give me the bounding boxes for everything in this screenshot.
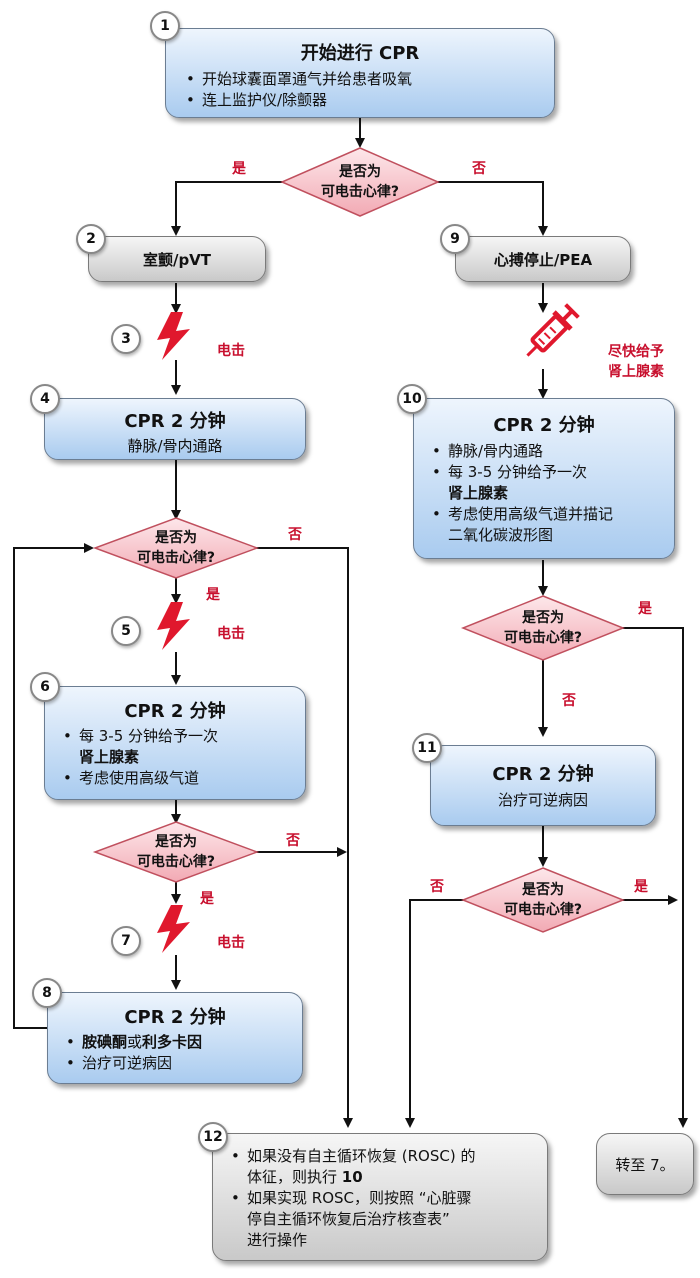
lightning-bolt-icon (157, 905, 190, 953)
decision-2-text: 是否为可电击心律? (136, 530, 216, 566)
step-10-bullet-3-cont: 二氧化碳波形图 (448, 526, 554, 544)
step-number-11: 11 (412, 733, 442, 763)
lightning-bolt-icon (157, 602, 190, 650)
decision-2-no-label: 否 (288, 527, 302, 543)
step-number-2: 2 (76, 224, 106, 254)
lightning-bolt-icon (157, 312, 190, 360)
step-11-box: CPR 2 分钟 治疗可逆病因 (430, 745, 656, 826)
step-8-bullet-1: 胺碘酮或利多卡因 (66, 1032, 302, 1053)
step-6-box: CPR 2 分钟 每 3-5 分钟给予一次 肾上腺素 考虑使用高级气道 (44, 686, 306, 800)
step-10-box: CPR 2 分钟 静脉/骨内通路 每 3-5 分钟给予一次 肾上腺素 考虑使用高… (413, 398, 675, 559)
decision-4-text: 是否为可电击心律? (503, 610, 583, 646)
step-1-title: 开始进行 CPR (300, 43, 420, 64)
step-12-bullet-2-cont: 停自主循环恢复后治疗核查表” (247, 1210, 450, 1228)
step-12-bullet-1-cont: 体征，则执行 (247, 1168, 342, 1186)
arrow-d1-yes (171, 181, 285, 236)
step-6-bullet-1: 每 3-5 分钟给予一次 (63, 726, 305, 747)
step-9-box: 心搏停止/PEA (455, 236, 631, 282)
arrow-d1-no (435, 181, 548, 236)
decision-diamond-1 (280, 147, 440, 217)
decision-2-yes-label: 是 (206, 587, 220, 603)
step-11-title: CPR 2 分钟 (492, 764, 594, 785)
goto-7-box: 转至 7。 (596, 1133, 694, 1195)
decision-3-text: 是否为可电击心律? (136, 834, 216, 870)
step-12-bullet-1: 如果没有自主循环恢复 (ROSC) 的 (231, 1146, 547, 1167)
step-10-title: CPR 2 分钟 (493, 415, 595, 436)
step-6-bullet-2: 考虑使用高级气道 (63, 768, 305, 789)
step-4-sub: 静脉/骨内通路 (127, 437, 223, 455)
shock-label-5: 电击 (217, 626, 245, 642)
step-number-4: 4 (30, 384, 60, 414)
step-number-3: 3 (111, 324, 141, 354)
step-12-goto-10: 10 (341, 1168, 363, 1186)
step-1-box: 开始进行 CPR 开始球囊面罩通气并给患者吸氧 连上监护仪/除颤器 (165, 28, 555, 118)
step-9-label: 心搏停止/PEA (493, 251, 593, 269)
step-12-box: 如果没有自主循环恢复 (ROSC) 的 体征，则执行 10 如果实现 ROSC，… (212, 1133, 548, 1261)
decision-5-yes-label: 是 (634, 879, 648, 895)
decision-1-yes-label: 是 (232, 161, 246, 177)
step-number-7: 7 (111, 926, 141, 956)
step-10-bullet-2-drug: 肾上腺素 (448, 484, 509, 502)
syringe-icon (526, 303, 580, 357)
decision-3-no-label: 否 (286, 833, 300, 849)
step-8-title: CPR 2 分钟 (124, 1007, 226, 1028)
decision-5-no-label: 否 (430, 879, 444, 895)
decision-4-no-label: 否 (562, 693, 576, 709)
arrow-d5-no (405, 899, 465, 1128)
step-8-bullet-2: 治疗可逆病因 (66, 1053, 302, 1074)
loop-8-to-d2 (13, 543, 94, 1029)
step-10-bullet-1: 静脉/骨内通路 (432, 441, 674, 462)
step-number-8: 8 (32, 978, 62, 1008)
shock-label-7: 电击 (217, 935, 245, 951)
step-8-box: CPR 2 分钟 胺碘酮或利多卡因 治疗可逆病因 (47, 992, 303, 1084)
step-6-bullet-1-drug: 肾上腺素 (79, 748, 140, 766)
decision-diamond-4 (460, 595, 626, 661)
step-number-12: 12 (198, 1122, 228, 1152)
decision-diamond-3 (92, 821, 260, 883)
step-6-title: CPR 2 分钟 (124, 701, 226, 722)
step-8-or: 或 (127, 1033, 143, 1051)
step-8-drug-1: 胺碘酮 (82, 1033, 128, 1051)
step-8-drug-2: 利多卡因 (142, 1033, 203, 1051)
step-2-box: 室颤/pVT (88, 236, 266, 282)
step-10-bullet-3: 考虑使用高级气道并描记 (432, 504, 674, 525)
decision-diamond-5 (460, 867, 626, 933)
step-4-box: CPR 2 分钟 静脉/骨内通路 (44, 398, 306, 460)
step-12-bullet-2-end: 进行操作 (247, 1231, 308, 1249)
epinephrine-asap-label: 尽快给予肾上腺素 (608, 344, 664, 380)
decision-1-text: 是否为可电击心律? (320, 164, 400, 200)
decision-diamond-2 (92, 517, 260, 579)
arrow-d4-yes (622, 627, 688, 1128)
step-number-1: 1 (150, 11, 180, 41)
step-12-bullet-2: 如果实现 ROSC，则按照 “心脏骤 (231, 1188, 547, 1209)
arrow-d2-no (256, 547, 353, 1128)
step-number-9: 9 (440, 224, 470, 254)
step-number-5: 5 (111, 616, 141, 646)
step-4-title: CPR 2 分钟 (124, 411, 226, 432)
step-number-10: 10 (397, 384, 427, 414)
step-2-label: 室颤/pVT (142, 251, 212, 269)
goto-7-label: 转至 7。 (615, 1156, 675, 1174)
step-1-bullet-1: 开始球囊面罩通气并给患者吸氧 (186, 69, 554, 90)
step-number-6: 6 (30, 672, 60, 702)
step-11-sub: 治疗可逆病因 (497, 791, 588, 809)
decision-4-yes-label: 是 (638, 601, 652, 617)
step-10-bullet-2: 每 3-5 分钟给予一次 (432, 462, 674, 483)
decision-5-text: 是否为可电击心律? (503, 882, 583, 918)
decision-3-yes-label: 是 (200, 891, 214, 907)
shock-label-3: 电击 (217, 343, 245, 359)
step-1-bullet-2: 连上监护仪/除颤器 (186, 90, 554, 111)
decision-1-no-label: 否 (472, 161, 486, 177)
